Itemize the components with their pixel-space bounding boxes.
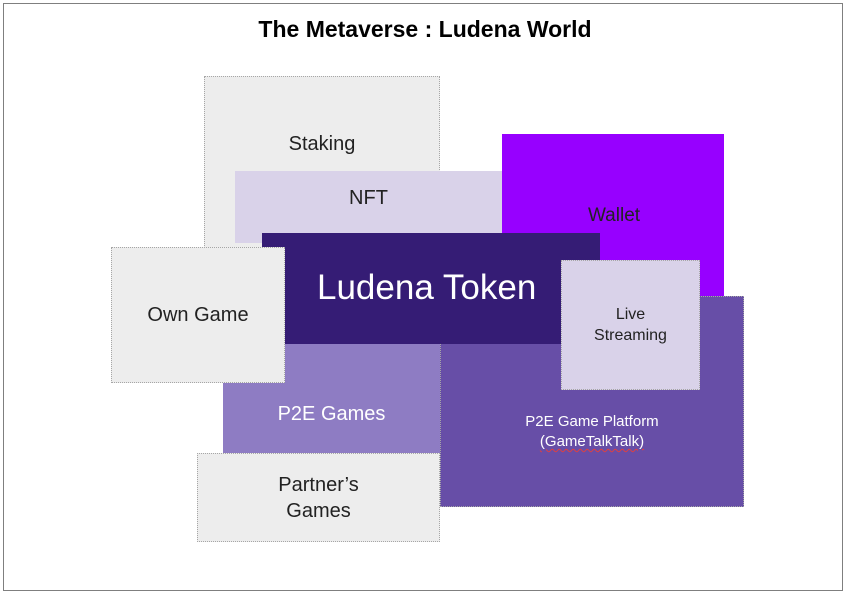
staking-label: Staking [288,133,356,155]
partner-games-block: Partner’s Games [197,453,440,542]
ludena-token-label: Ludena Token [317,267,537,307]
p2e-platform-label-line2: (GameTalkTalk) [539,433,645,450]
wallet-label: Wallet [587,205,641,226]
own-game-block: Own Game [111,247,285,383]
partner-games-label-line1: Partner’s [278,473,359,496]
diagram-title: The Metaverse : Ludena World [258,16,592,42]
live-streaming-label-line2: Streaming [594,327,667,344]
live-streaming-block: Live Streaming [561,260,700,390]
partner-games-label-line2: Games [286,499,351,522]
nft-label: NFT [349,187,388,209]
own-game-label: Own Game [147,303,249,326]
p2e-platform-label-line1: P2E Game Platform [525,413,659,430]
live-streaming-label-line1: Live [615,306,646,323]
ludena-token-block: Ludena Token [262,233,600,344]
p2e-games-label: P2E Games [277,403,386,425]
nft-block: NFT [235,171,502,243]
